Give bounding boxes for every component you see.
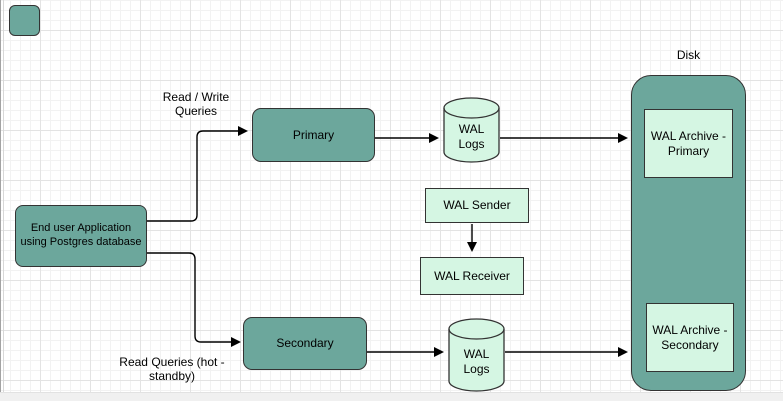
node-wal-receiver-label: WAL Receiver (434, 268, 510, 283)
node-wal-logs-primary[interactable]: WAL Logs (443, 97, 500, 163)
node-wal-archive-primary-label: WAL Archive - Primary (650, 128, 727, 158)
node-wal-sender[interactable]: WAL Sender (425, 188, 529, 223)
node-disk-container[interactable]: WAL Archive - Primary WAL Archive - Seco… (631, 75, 746, 391)
node-primary-label: Primary (292, 127, 335, 142)
node-wal-logs-primary-label: WAL Logs (458, 122, 485, 151)
cylinder-icon (448, 318, 505, 392)
canvas-left-border (0, 0, 1, 393)
node-wal-sender-label: WAL Sender (443, 198, 511, 212)
edge-label-read-write-queries[interactable]: Read / Write Queries (162, 90, 230, 119)
node-wal-archive-secondary-label: WAL Archive - Secondary (652, 322, 728, 352)
node-wal-archive-primary[interactable]: WAL Archive - Primary (644, 109, 733, 178)
node-wal-logs-secondary[interactable]: WAL Logs (448, 318, 505, 392)
node-primary[interactable]: Primary (252, 108, 375, 162)
edge-label-read-queries-hot-standby[interactable]: Read Queries (hot - standby) (119, 355, 225, 384)
node-end-user-application-label: End user Application using Postgres data… (20, 222, 142, 248)
node-end-user-application[interactable]: End user Application using Postgres data… (15, 205, 147, 267)
node-secondary-label: Secondary (276, 336, 334, 350)
node-wal-archive-secondary[interactable]: WAL Archive - Secondary (646, 303, 734, 372)
node-secondary[interactable]: Secondary (243, 317, 367, 370)
horizontal-scrollbar[interactable] (0, 392, 783, 401)
disk-title-label[interactable]: Disk (676, 48, 701, 62)
edge-enduser-to-secondary[interactable] (147, 252, 241, 347)
canvas-left-inner-border (3, 0, 4, 393)
teal-square-shape[interactable] (9, 5, 40, 36)
node-wal-logs-secondary-label: WAL Logs (463, 347, 490, 376)
node-wal-receiver[interactable]: WAL Receiver (420, 257, 524, 295)
cylinder-icon (443, 97, 500, 163)
edge-enduser-to-primary[interactable] (147, 126, 248, 222)
